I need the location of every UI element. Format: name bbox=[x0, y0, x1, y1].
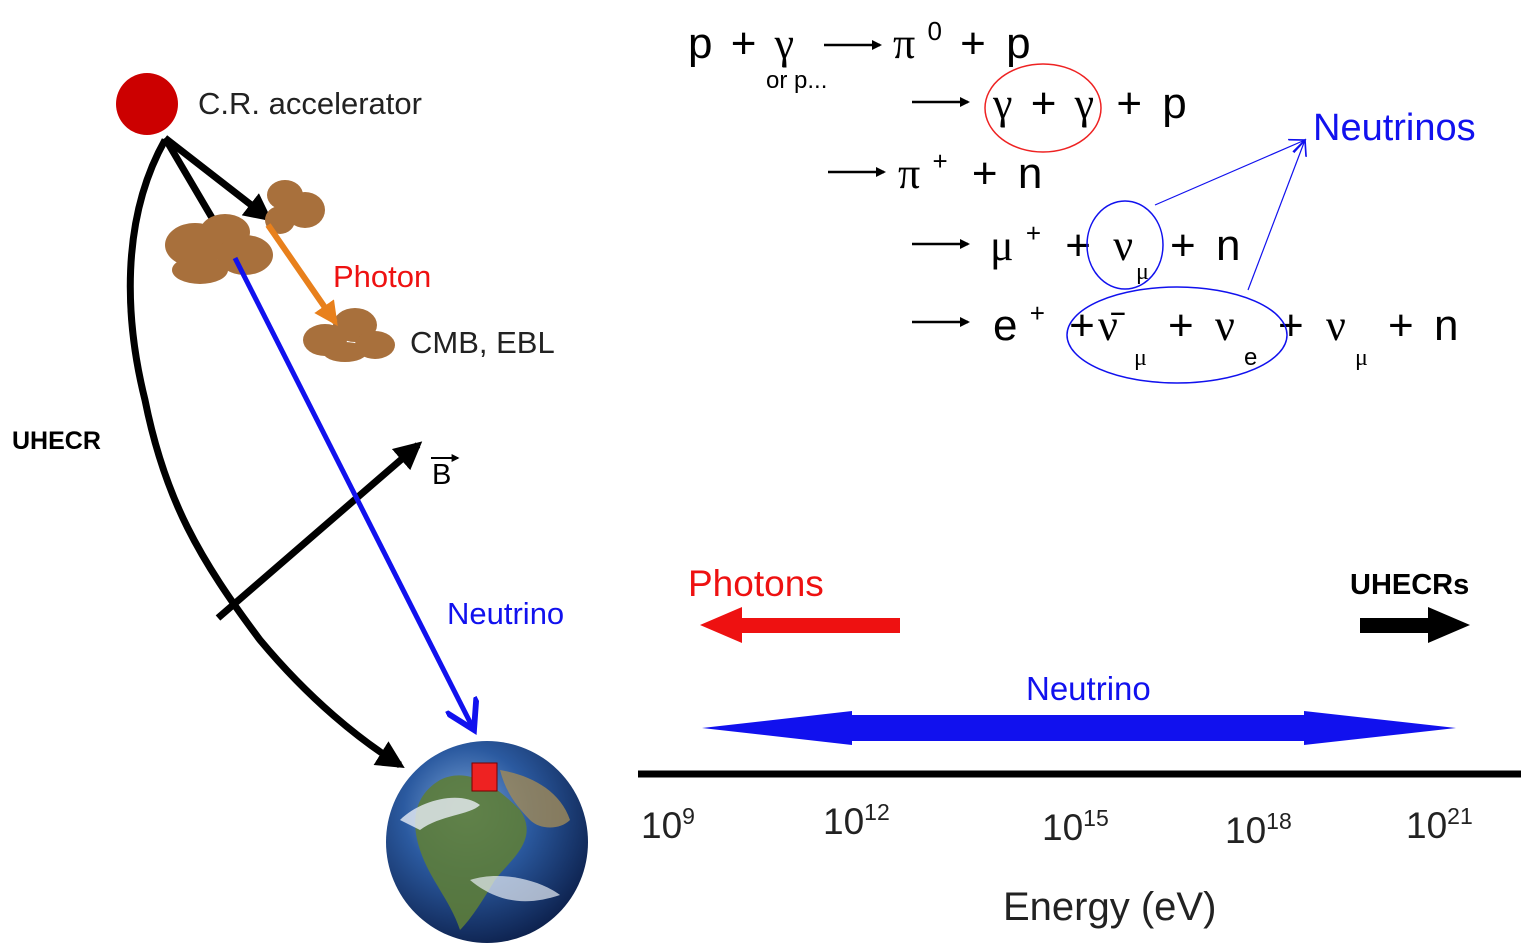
photons-label: Photons bbox=[688, 563, 824, 604]
photon-arrow bbox=[265, 223, 338, 326]
or-p-label: or p... bbox=[766, 67, 827, 94]
cloud-upper bbox=[265, 180, 325, 234]
reaction-line-5-e: e + + bbox=[993, 283, 1095, 350]
energy-tick-1: 109 bbox=[641, 803, 695, 846]
uhecrs-arrow bbox=[1360, 607, 1470, 643]
neutrino-pointer-1 bbox=[1154, 140, 1305, 206]
cloud-left bbox=[165, 214, 273, 284]
energy-axis-label: Energy (eV) bbox=[1003, 885, 1216, 929]
reaction-line-5-tail: + n bbox=[1388, 301, 1458, 350]
uhecr-path bbox=[126, 138, 405, 768]
neutrino-left-label: Neutrino bbox=[447, 596, 564, 631]
photons-arrow bbox=[700, 607, 900, 643]
earth-image bbox=[386, 741, 588, 943]
cloud-target bbox=[303, 308, 395, 362]
neutrino-range-label: Neutrino bbox=[1026, 670, 1151, 707]
plus-5b: + bbox=[1168, 301, 1194, 350]
energy-tick-5: 1021 bbox=[1406, 803, 1473, 846]
nu-e: ν bbox=[1215, 301, 1235, 350]
nu-e-subscript: e bbox=[1244, 344, 1257, 371]
reaction-line-1: p + γ bbox=[688, 19, 794, 68]
nu-mu-2: ν bbox=[1326, 301, 1346, 350]
detector-marker bbox=[471, 762, 498, 792]
photon-label: Photon bbox=[333, 259, 431, 294]
gamma-gamma-circle bbox=[984, 63, 1102, 153]
reaction-line-4: μ + + ν bbox=[990, 203, 1133, 270]
nubar-mu: ν̄ bbox=[1098, 301, 1125, 350]
target-label: CMB, EBL bbox=[410, 325, 555, 360]
neutrinos-label: Neutrinos bbox=[1313, 107, 1476, 149]
uhecr-label: UHECR bbox=[12, 427, 101, 455]
energy-tick-2: 1012 bbox=[823, 799, 890, 842]
nubar-nue-ellipse bbox=[1066, 286, 1288, 384]
nu-mu-circle bbox=[1086, 200, 1164, 290]
neutrino-pointer-2 bbox=[1247, 140, 1305, 291]
reaction-line-4-tail: + n bbox=[1170, 221, 1240, 270]
plus-5c: + bbox=[1278, 301, 1304, 350]
reaction-line-1-products: π 0 + p bbox=[893, 1, 1031, 68]
energy-tick-4: 1018 bbox=[1225, 808, 1292, 851]
uhecrs-label: UHECRs bbox=[1350, 569, 1469, 601]
source-dot bbox=[116, 73, 178, 135]
b-field-label: B bbox=[432, 459, 451, 491]
reaction-line-3: π + + n bbox=[898, 131, 1042, 198]
source-to-cloud-arrow-2 bbox=[162, 135, 273, 222]
nu-mu-subscript: μ bbox=[1136, 259, 1149, 285]
source-label: C.R. accelerator bbox=[198, 86, 422, 121]
nu-mu-2-subscript: μ bbox=[1355, 345, 1368, 371]
nubar-mu-subscript: μ bbox=[1134, 345, 1147, 371]
neutrino-line bbox=[232, 256, 474, 730]
reaction-line-2: γ + γ + p bbox=[992, 79, 1187, 128]
energy-tick-labels: 109 1012 1015 1018 1021 bbox=[641, 799, 1473, 851]
neutrino-range-arrow bbox=[702, 711, 1456, 745]
b-field-arrow bbox=[215, 441, 423, 621]
energy-tick-3: 1015 bbox=[1042, 805, 1109, 848]
